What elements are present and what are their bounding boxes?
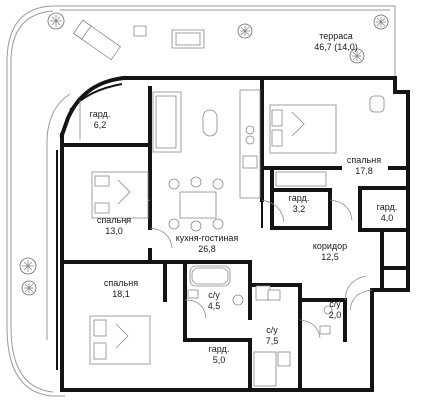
room-terrace-name: терраса <box>319 31 353 41</box>
room-bedroom-ne-area: 17,8 <box>355 166 373 176</box>
room-wardrobe-s-name: гард. <box>209 344 230 354</box>
room-wardrobe-e-area: 4,0 <box>381 213 394 223</box>
terrace-sofa-seat <box>175 32 201 46</box>
room-bathroom-1-area: 4,5 <box>208 301 221 311</box>
bathroom-1-fixtures <box>187 265 244 306</box>
plant-terrace-top-mid <box>237 23 253 39</box>
bed-bedroom-sw <box>89 315 151 365</box>
dining-set <box>168 176 224 232</box>
plant-terrace-left-1 <box>19 257 37 275</box>
bathroom-2-fixtures <box>319 305 333 335</box>
room-bedroom-sw-area: 18,1 <box>112 289 130 299</box>
bed-bedroom-w <box>91 171 149 219</box>
room-wardrobe-s-area: 5,0 <box>213 355 226 365</box>
coffee-table <box>202 109 218 137</box>
armchair-bedroom-ne <box>369 95 385 113</box>
room-bathroom-3-area: 7,5 <box>266 336 279 346</box>
room-bathroom-3-name: с/у <box>266 325 278 335</box>
room-wardrobe-mid-area: 3,2 <box>293 204 306 214</box>
exterior-walls <box>59 75 410 392</box>
room-corridor-name: коридор <box>313 241 347 251</box>
room-bathroom-2-area: 2,0 <box>329 310 342 320</box>
interior-walls <box>60 76 410 392</box>
room-wardrobe-nw-area: 6,2 <box>94 120 107 130</box>
bathroom-3-fixtures <box>253 285 291 387</box>
room-kitchen-living-name: кухня-гостиная <box>176 233 239 243</box>
room-kitchen-living-area: 26,8 <box>198 244 216 254</box>
room-wardrobe-mid-name: гард. <box>289 193 310 203</box>
room-terrace-area: 46,7 (14,0) <box>314 42 358 52</box>
terrace-outline <box>6 5 396 397</box>
room-bedroom-sw-name: спальня <box>104 278 138 288</box>
living-sofa <box>152 91 182 153</box>
plant-terrace-right <box>373 14 389 30</box>
room-bathroom-2-name: с/у <box>329 299 341 309</box>
sunbed-pillow <box>73 19 92 40</box>
room-bedroom-ne-name: спальня <box>347 155 381 165</box>
room-wardrobe-e-name: гард. <box>377 202 398 212</box>
room-wardrobe-nw-name: гард. <box>90 109 111 119</box>
plant-terrace-top-right <box>349 48 365 64</box>
room-bedroom-w-name: спальня <box>97 215 131 225</box>
bed-bedroom-ne <box>269 104 337 154</box>
room-labels: терраса 46,7 (14,0) гард. 6,2 спальня 17… <box>90 31 398 365</box>
room-bedroom-w-area: 13,0 <box>105 226 123 236</box>
plant-terrace-top-left <box>47 12 65 30</box>
room-corridor-area: 12,5 <box>321 252 339 262</box>
plant-terrace-left-2 <box>21 280 37 296</box>
room-bathroom-1-name: с/у <box>208 290 220 300</box>
kitchen-counter <box>239 89 261 199</box>
terrace-table-left <box>133 25 147 37</box>
wardrobe-mid-shelf <box>275 171 327 187</box>
